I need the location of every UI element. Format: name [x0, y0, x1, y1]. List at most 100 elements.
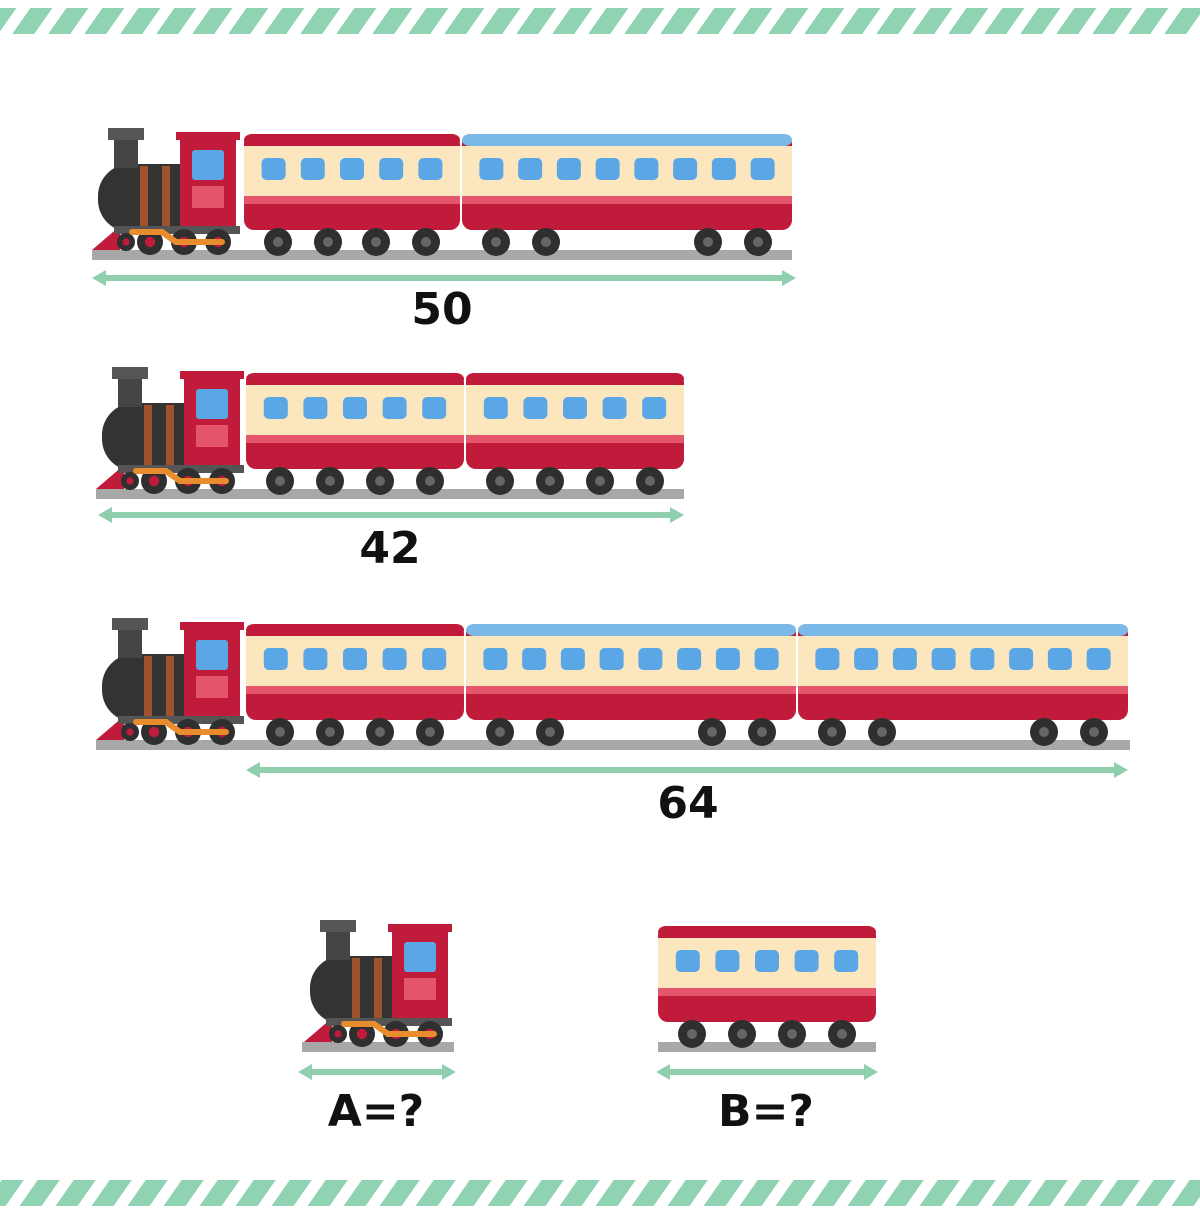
car-unknown-label: B=?	[718, 1086, 814, 1137]
car-wheel-hub	[541, 237, 551, 247]
car-window	[815, 648, 840, 670]
car-window	[563, 397, 587, 419]
car-wheel-hub	[877, 727, 887, 737]
car-window	[673, 158, 698, 180]
car-window	[382, 648, 407, 670]
cowcatcher	[92, 226, 120, 250]
rail-track	[96, 489, 684, 499]
length-arrow	[298, 1064, 456, 1080]
connecting-rod	[133, 468, 229, 484]
car-window	[422, 648, 447, 670]
cab-roof	[388, 924, 452, 932]
car-wheel-hub	[275, 727, 285, 737]
top-stripe-border	[0, 8, 1200, 34]
car-window	[750, 158, 775, 180]
cowcatcher	[96, 716, 124, 740]
passenger-car	[246, 624, 464, 746]
rail-track	[302, 1042, 454, 1052]
arrow-head-left	[298, 1064, 312, 1080]
smokestack-cap	[112, 618, 148, 630]
car-wheel-hub	[757, 727, 767, 737]
car-wheel-hub	[787, 1029, 797, 1039]
car-window	[834, 950, 859, 972]
car-wheel-hub	[737, 1029, 747, 1039]
car-window	[675, 950, 700, 972]
connecting-rod	[129, 229, 225, 245]
car-wheel-hub	[837, 1029, 847, 1039]
engine-wheel-hub	[144, 236, 156, 248]
arrow-head-left	[98, 507, 112, 523]
car-roof	[466, 373, 684, 385]
connecting-rod	[341, 1021, 437, 1037]
car-window	[303, 397, 328, 419]
car-roof	[462, 134, 792, 146]
car-window	[638, 648, 663, 670]
car-window	[892, 648, 917, 670]
cab-panel	[196, 425, 228, 447]
car-wheel-hub	[687, 1029, 697, 1039]
passenger-car	[246, 373, 464, 495]
car-window	[677, 648, 702, 670]
engine-wheel-hub	[126, 728, 134, 736]
engine-wheel-hub	[334, 1030, 342, 1038]
car-window	[263, 397, 288, 419]
car-window	[522, 648, 547, 670]
car-window	[595, 158, 620, 180]
arrow-head-right	[864, 1064, 878, 1080]
passenger-car	[462, 134, 792, 256]
bottom-stripe-border	[0, 1180, 1200, 1206]
car-wheel-hub	[703, 237, 713, 247]
car-stripe	[466, 435, 684, 443]
cab-panel	[196, 676, 228, 698]
car-wheel-hub	[495, 476, 505, 486]
car-window	[599, 648, 624, 670]
car-roof	[244, 134, 460, 146]
train-row-1	[92, 128, 796, 286]
engine-frame	[118, 465, 244, 473]
car-wheel-hub	[827, 727, 837, 737]
smokestack	[118, 377, 142, 407]
smokestack-cap	[112, 367, 148, 379]
car-wheel-hub	[425, 476, 435, 486]
car-window	[715, 648, 740, 670]
arrow-head-right	[782, 270, 796, 286]
car-window	[711, 158, 736, 180]
engine-unknown-label: A=?	[328, 1086, 424, 1137]
car-window	[343, 648, 367, 670]
smokestack-cap	[320, 920, 356, 932]
car-window	[556, 158, 581, 180]
cab-window	[192, 150, 224, 180]
arrow-head-right	[1114, 762, 1128, 778]
boiler-band	[166, 656, 174, 720]
passenger-car	[798, 624, 1128, 746]
car-window	[970, 648, 995, 670]
car-window	[755, 950, 779, 972]
car-window	[479, 158, 504, 180]
car-stripe	[466, 686, 796, 694]
engine-wheel-hub	[122, 238, 130, 246]
smokestack	[118, 628, 142, 658]
car-window	[560, 648, 585, 670]
boiler-band	[166, 405, 174, 469]
arrow-head-left	[92, 270, 106, 286]
engine-wheel-hub	[148, 475, 160, 487]
car-roof	[246, 373, 464, 385]
engine	[92, 128, 240, 255]
length-arrow	[656, 1064, 878, 1080]
passenger-car	[466, 373, 684, 495]
rail-track	[96, 740, 1130, 750]
engine-frame	[118, 716, 244, 724]
rail-track	[658, 1042, 876, 1052]
car-wheel-hub	[425, 727, 435, 737]
car-window	[715, 950, 740, 972]
row-1-length-label: 50	[411, 284, 472, 335]
car-wheel-hub	[375, 727, 385, 737]
car-window	[602, 397, 627, 419]
smokestack	[114, 138, 138, 168]
row-2-length-label: 42	[359, 523, 420, 574]
cab-window	[196, 389, 228, 419]
car-wheel-hub	[707, 727, 717, 737]
car-window-band	[798, 636, 1128, 686]
smokestack	[326, 930, 350, 960]
passenger-car	[244, 134, 460, 256]
